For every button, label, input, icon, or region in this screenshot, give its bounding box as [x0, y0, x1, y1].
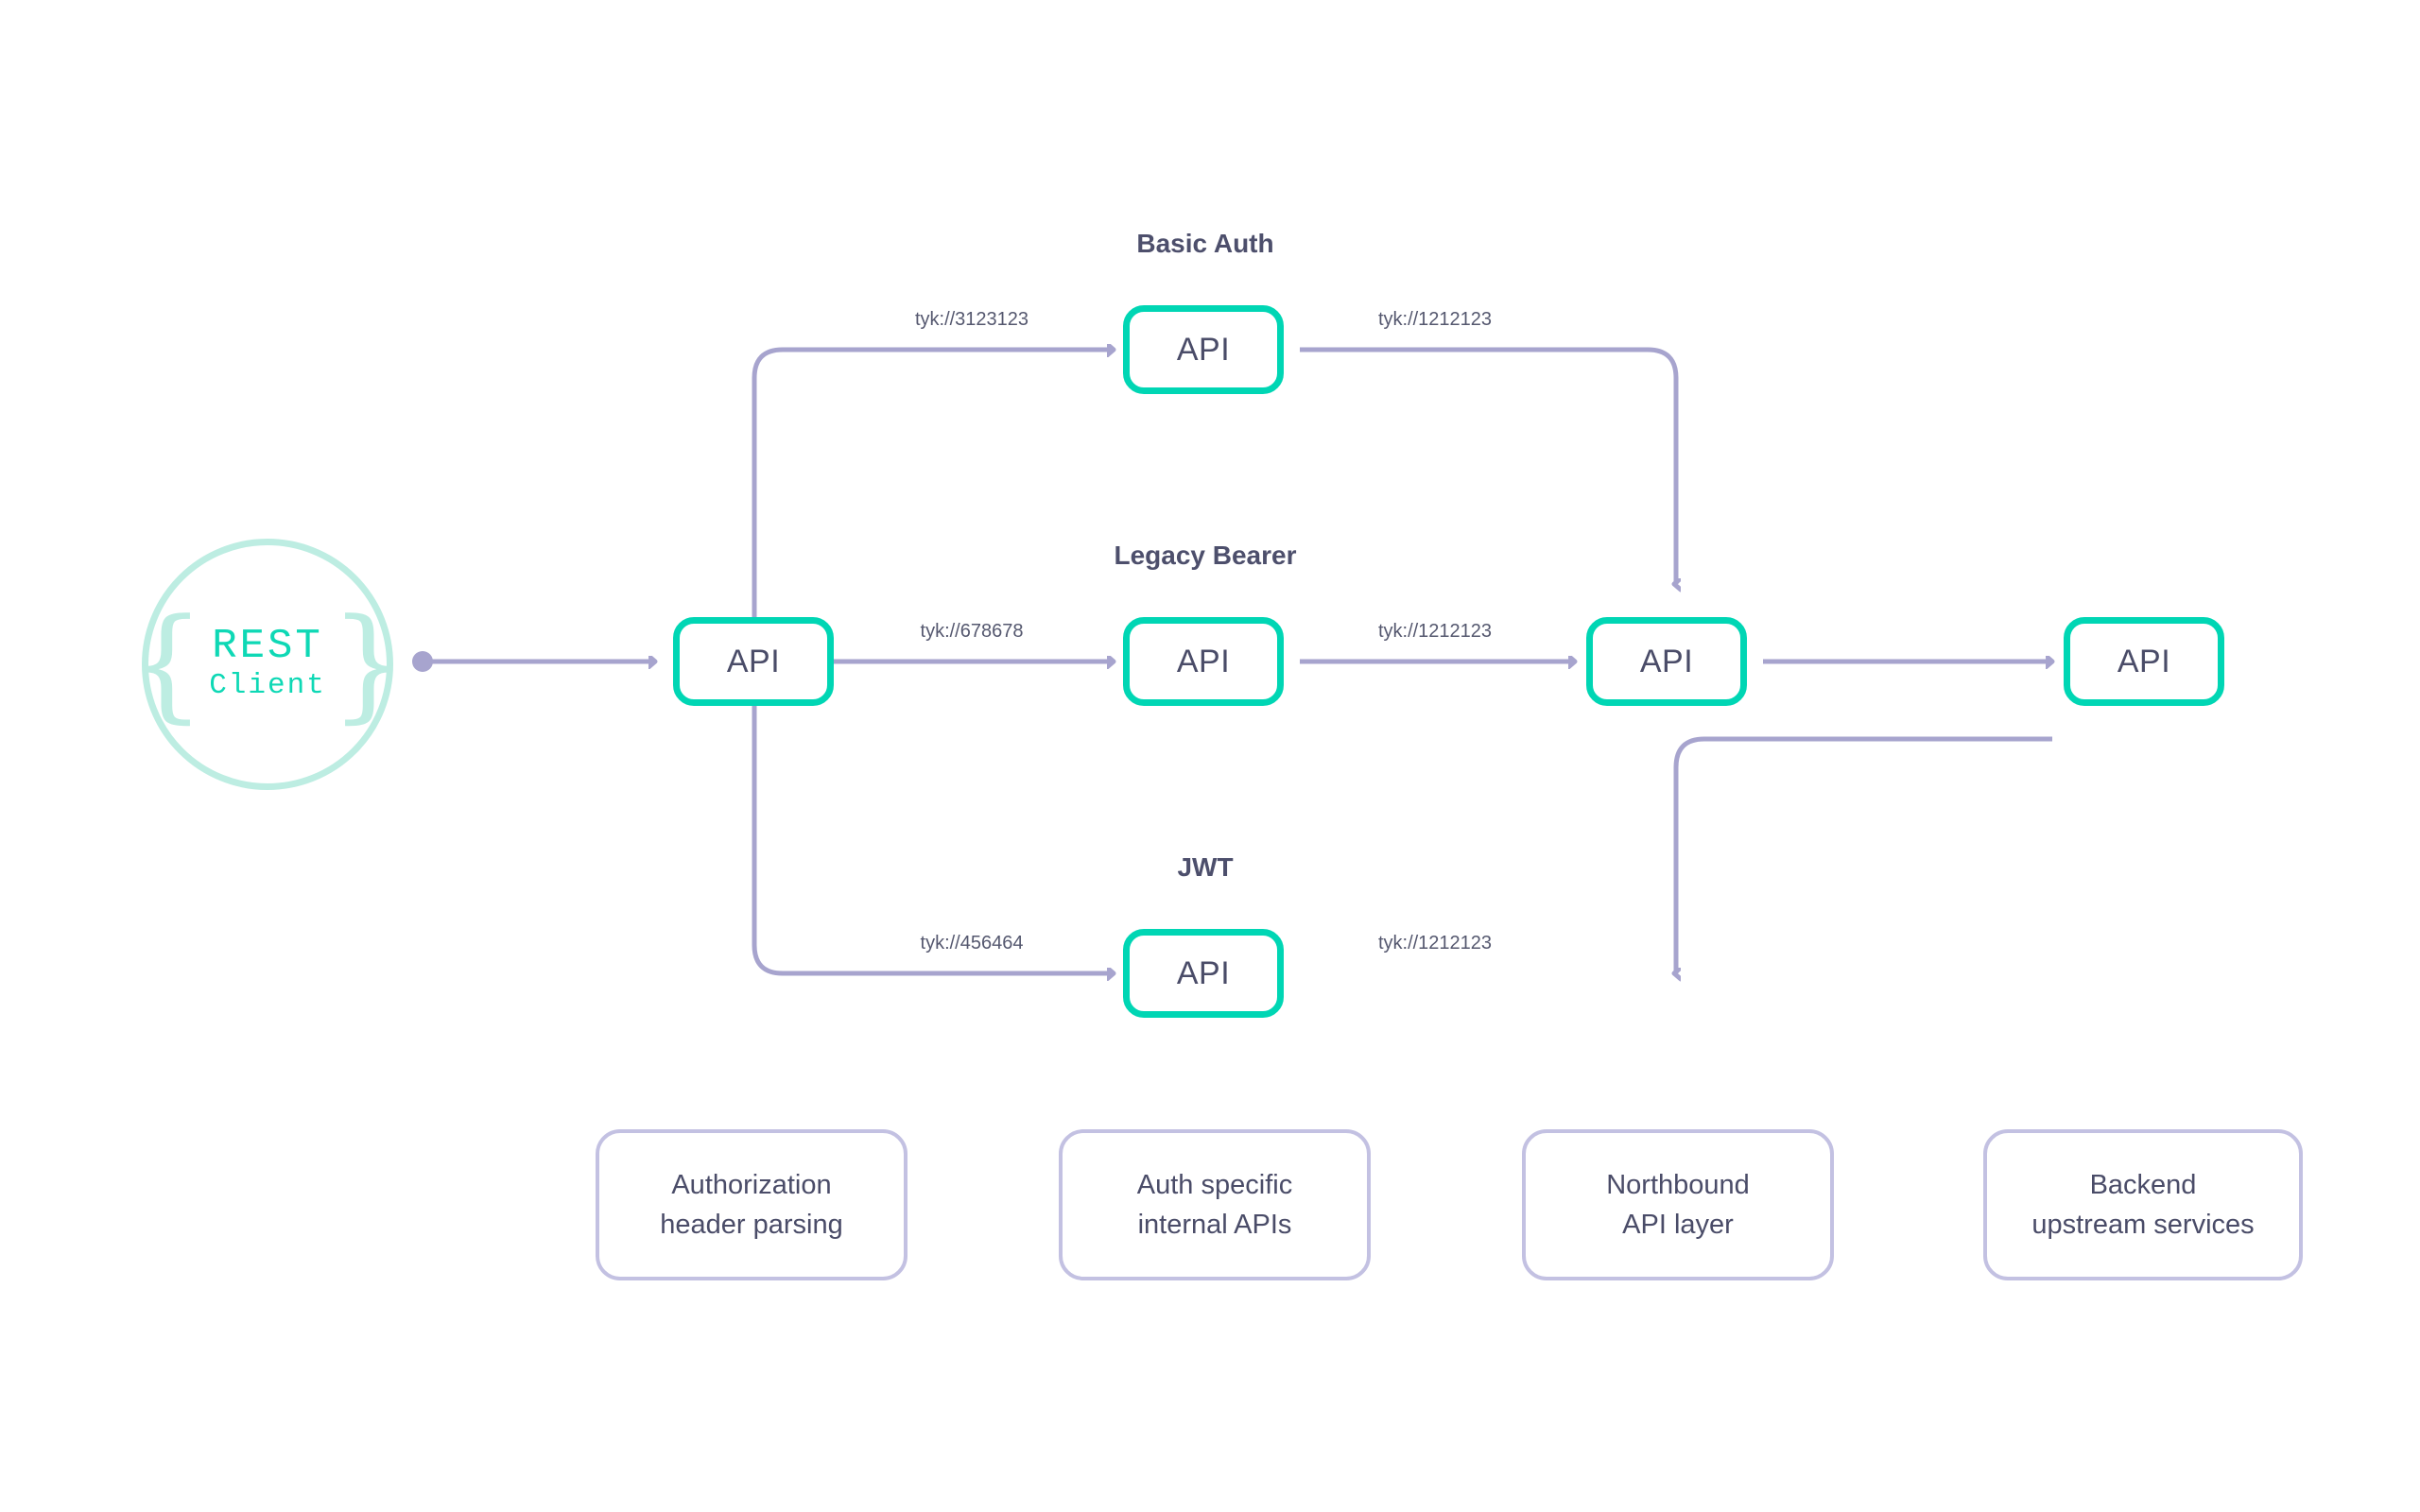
edge-label-jwt-to-northbound: tyk://1212123 — [1377, 933, 1493, 954]
caption-line1: Northbound — [1606, 1169, 1750, 1200]
api-node-northbound[interactable]: API — [1586, 617, 1747, 706]
rest-client-node: { REST Client } — [127, 539, 408, 790]
edge-parser-to-jwt — [752, 704, 1111, 973]
edge-origin-dot — [412, 651, 433, 672]
rest-client-content: { REST Client } — [127, 592, 408, 736]
api-node-jwt[interactable]: API — [1123, 929, 1284, 1018]
caption-line2: API layer — [1622, 1210, 1734, 1240]
rest-client-label: REST Client — [209, 622, 326, 705]
caption-northbound-api-layer: Northbound API layer — [1522, 1129, 1834, 1280]
edge-parser-to-basic-auth — [752, 350, 1111, 619]
rest-client-line1: REST — [212, 622, 323, 670]
edge-basic-auth-to-northbound — [1300, 347, 1676, 584]
caption-text: Backend upstream services — [2031, 1165, 2254, 1245]
api-node-auth-header-parser[interactable]: API — [673, 617, 834, 706]
edge-label-basic-auth-to-northbound: tyk://1212123 — [1377, 309, 1493, 330]
caption-line2: upstream services — [2031, 1210, 2255, 1240]
caption-line2: internal APIs — [1137, 1210, 1292, 1240]
api-node-backend[interactable]: API — [2064, 617, 2224, 706]
caption-text: Authorization header parsing — [660, 1165, 842, 1245]
api-node-legacy-bearer[interactable]: API — [1123, 617, 1284, 706]
lane-title-jwt: JWT — [1177, 852, 1234, 882]
edge-label-parser-to-jwt: tyk://456464 — [920, 933, 1024, 954]
caption-line1: Auth specific — [1136, 1169, 1293, 1200]
left-brace-icon: { — [127, 592, 206, 736]
edge-label-legacy-bearer-to-northbound: tyk://1212123 — [1377, 621, 1493, 642]
api-node-basic-auth[interactable]: API — [1123, 305, 1284, 394]
caption-line1: Backend — [2089, 1169, 2197, 1200]
caption-auth-specific-internal-apis: Auth specific internal APIs — [1059, 1129, 1371, 1280]
lane-title-basic-auth: Basic Auth — [1136, 229, 1274, 258]
edge-jwt-to-northbound — [1676, 736, 2052, 973]
caption-text: Auth specific internal APIs — [1137, 1165, 1292, 1245]
caption-backend-upstream-services: Backend upstream services — [1983, 1129, 2303, 1280]
edge-label-parser-to-legacy-bearer: tyk://678678 — [920, 621, 1024, 642]
rest-client-line2: Client — [209, 668, 326, 702]
right-brace-icon: } — [329, 592, 408, 736]
caption-text: Northbound API layer — [1606, 1165, 1750, 1245]
caption-authorization-header-parsing: Authorization header parsing — [596, 1129, 908, 1280]
caption-line2: header parsing — [660, 1210, 843, 1240]
edge-label-parser-to-basic-auth: tyk://3123123 — [914, 309, 1029, 330]
caption-line1: Authorization — [671, 1169, 832, 1200]
lane-title-legacy-bearer: Legacy Bearer — [1114, 541, 1297, 570]
